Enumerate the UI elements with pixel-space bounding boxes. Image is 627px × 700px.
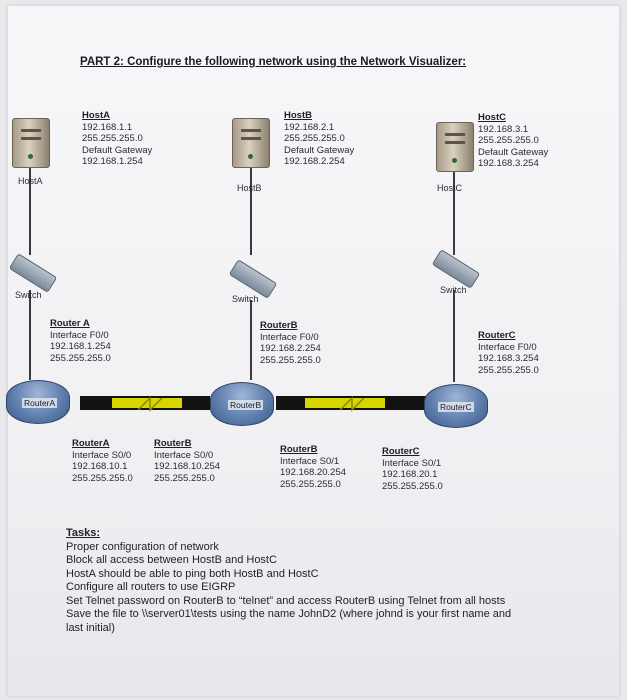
router-b-lan-iface: Interface F0/0 — [260, 331, 319, 343]
router-b-label: RouterB — [228, 400, 264, 410]
router-a-s00-info: RouterA Interface S0/0 192.168.10.1 255.… — [72, 438, 133, 484]
task-line: Configure all routers to use EIGRP — [66, 581, 236, 593]
cable-host-b — [250, 165, 252, 255]
tasks-section: Tasks: Proper configuration of network B… — [66, 527, 511, 635]
router-c-s01-info: RouterC Interface S0/1 192.168.20.1 255.… — [382, 446, 443, 492]
router-b-lan-name: RouterB — [260, 320, 298, 331]
task-line: last initial) — [66, 621, 115, 634]
router-c-lan-name: RouterC — [478, 330, 516, 341]
router-a-s00-iface: Interface S0/0 — [72, 449, 132, 461]
router-b-lan-mask: 255.255.255.0 — [260, 354, 321, 366]
host-a-gw: 192.168.1.254 — [82, 156, 143, 167]
router-b-s01-iface: Interface S0/1 — [280, 455, 340, 467]
host-a-info: HostA 192.168.1.1 255.255.255.0 Default … — [82, 110, 152, 168]
task-line: Proper configuration of network — [66, 540, 219, 553]
task-line: Save the file to \\server01\tests using … — [66, 608, 512, 620]
router-a-label: RouterA — [22, 398, 58, 408]
host-a-mask: 255.255.255.0 — [82, 133, 143, 144]
host-b-device-label: HostB — [237, 183, 262, 193]
router-a-s00-ip: 192.168.10.1 — [72, 461, 128, 472]
serial-link-bc-highlight — [305, 398, 385, 408]
router-c-lan-info: RouterC Interface F0/0 192.168.3.254 255… — [478, 330, 539, 376]
host-a-device-label: HostA — [18, 176, 43, 186]
router-c-lan-ip: 192.168.3.254 — [478, 353, 539, 364]
router-icon-b — [210, 382, 274, 426]
router-c-s01-ip: 192.168.20.1 — [382, 469, 438, 480]
router-b-s00-ip: 192.168.10.254 — [154, 461, 221, 472]
router-b-s00-info: RouterB Interface S0/0 192.168.10.254 25… — [154, 438, 220, 484]
serial-link-ab-highlight — [112, 398, 182, 408]
host-b-gw: 192.168.2.254 — [284, 156, 345, 167]
router-c-s01-name: RouterC — [382, 446, 420, 457]
server-icon-host-a — [12, 118, 50, 168]
router-c-lan-iface: Interface F0/0 — [478, 341, 537, 353]
host-b-info: HostB 192.168.2.1 255.255.255.0 Default … — [284, 110, 354, 168]
router-b-s01-ip: 192.168.20.254 — [280, 467, 347, 478]
host-c-info: HostC 192.168.3.1 255.255.255.0 Default … — [478, 112, 548, 170]
router-c-s01-iface: Interface S0/1 — [382, 457, 442, 469]
server-icon-host-b — [232, 118, 270, 168]
router-c-label: RouterC — [438, 402, 474, 412]
task-line: Block all access between HostB and HostC — [66, 554, 277, 566]
tasks-heading: Tasks: — [66, 527, 101, 539]
serial-zigzag-ab — [137, 396, 163, 412]
router-a-lan-info: Router A Interface F0/0 192.168.1.254 25… — [50, 318, 111, 364]
host-a-name: HostA — [82, 110, 110, 121]
router-a-s00-mask: 255.255.255.0 — [72, 472, 133, 484]
host-c-name: HostC — [478, 112, 506, 123]
host-b-ip: 192.168.2.1 — [284, 121, 335, 133]
host-b-mask: 255.255.255.0 — [284, 133, 345, 144]
switch-b-label: Switch — [232, 294, 259, 304]
cable-switch-c — [453, 290, 455, 382]
router-c-lan-mask: 255.255.255.0 — [478, 364, 539, 376]
server-icon-host-c — [436, 122, 474, 172]
router-a-s00-name: RouterA — [72, 438, 110, 449]
host-c-device-label: HostC — [437, 183, 463, 193]
cable-host-a — [29, 165, 31, 255]
task-line: HostA should be able to ping both HostB … — [66, 567, 319, 580]
router-c-s01-mask: 255.255.255.0 — [382, 480, 443, 492]
page-title: PART 2: Configure the following network … — [80, 56, 467, 68]
router-b-s00-name: RouterB — [154, 438, 192, 449]
host-c-gw: 192.168.3.254 — [478, 158, 539, 169]
cable-switch-a — [29, 290, 31, 380]
host-b-gw-label: Default Gateway — [284, 144, 355, 156]
host-a-gw-label: Default Gateway — [82, 144, 153, 156]
router-b-s01-mask: 255.255.255.0 — [280, 478, 341, 490]
host-a-ip: 192.168.1.1 — [82, 121, 133, 133]
host-b-name: HostB — [284, 110, 312, 121]
switch-a-label: Switch — [15, 290, 42, 300]
host-c-ip: 192.168.3.1 — [478, 123, 529, 135]
router-a-lan-ip: 192.168.1.254 — [50, 341, 111, 352]
router-b-s01-name: RouterB — [280, 444, 318, 455]
cable-host-c — [453, 170, 455, 255]
router-b-s01-info: RouterB Interface S0/1 192.168.20.254 25… — [280, 444, 346, 490]
router-a-lan-mask: 255.255.255.0 — [50, 352, 111, 364]
router-a-lan-name: Router A — [50, 318, 90, 329]
router-b-lan-info: RouterB Interface F0/0 192.168.2.254 255… — [260, 320, 321, 366]
host-c-gw-label: Default Gateway — [478, 146, 549, 158]
router-a-lan-iface: Interface F0/0 — [50, 329, 109, 341]
router-icon-a — [6, 380, 70, 424]
cable-switch-b — [250, 300, 252, 380]
router-b-s00-iface: Interface S0/0 — [154, 449, 214, 461]
serial-zigzag-bc — [339, 396, 365, 412]
host-c-mask: 255.255.255.0 — [478, 135, 539, 146]
task-line: Set Telnet password on RouterB to “telne… — [66, 594, 506, 607]
switch-c-label: Switch — [440, 285, 467, 295]
document-page — [8, 6, 619, 696]
router-b-s00-mask: 255.255.255.0 — [154, 472, 215, 484]
router-b-lan-ip: 192.168.2.254 — [260, 343, 321, 354]
